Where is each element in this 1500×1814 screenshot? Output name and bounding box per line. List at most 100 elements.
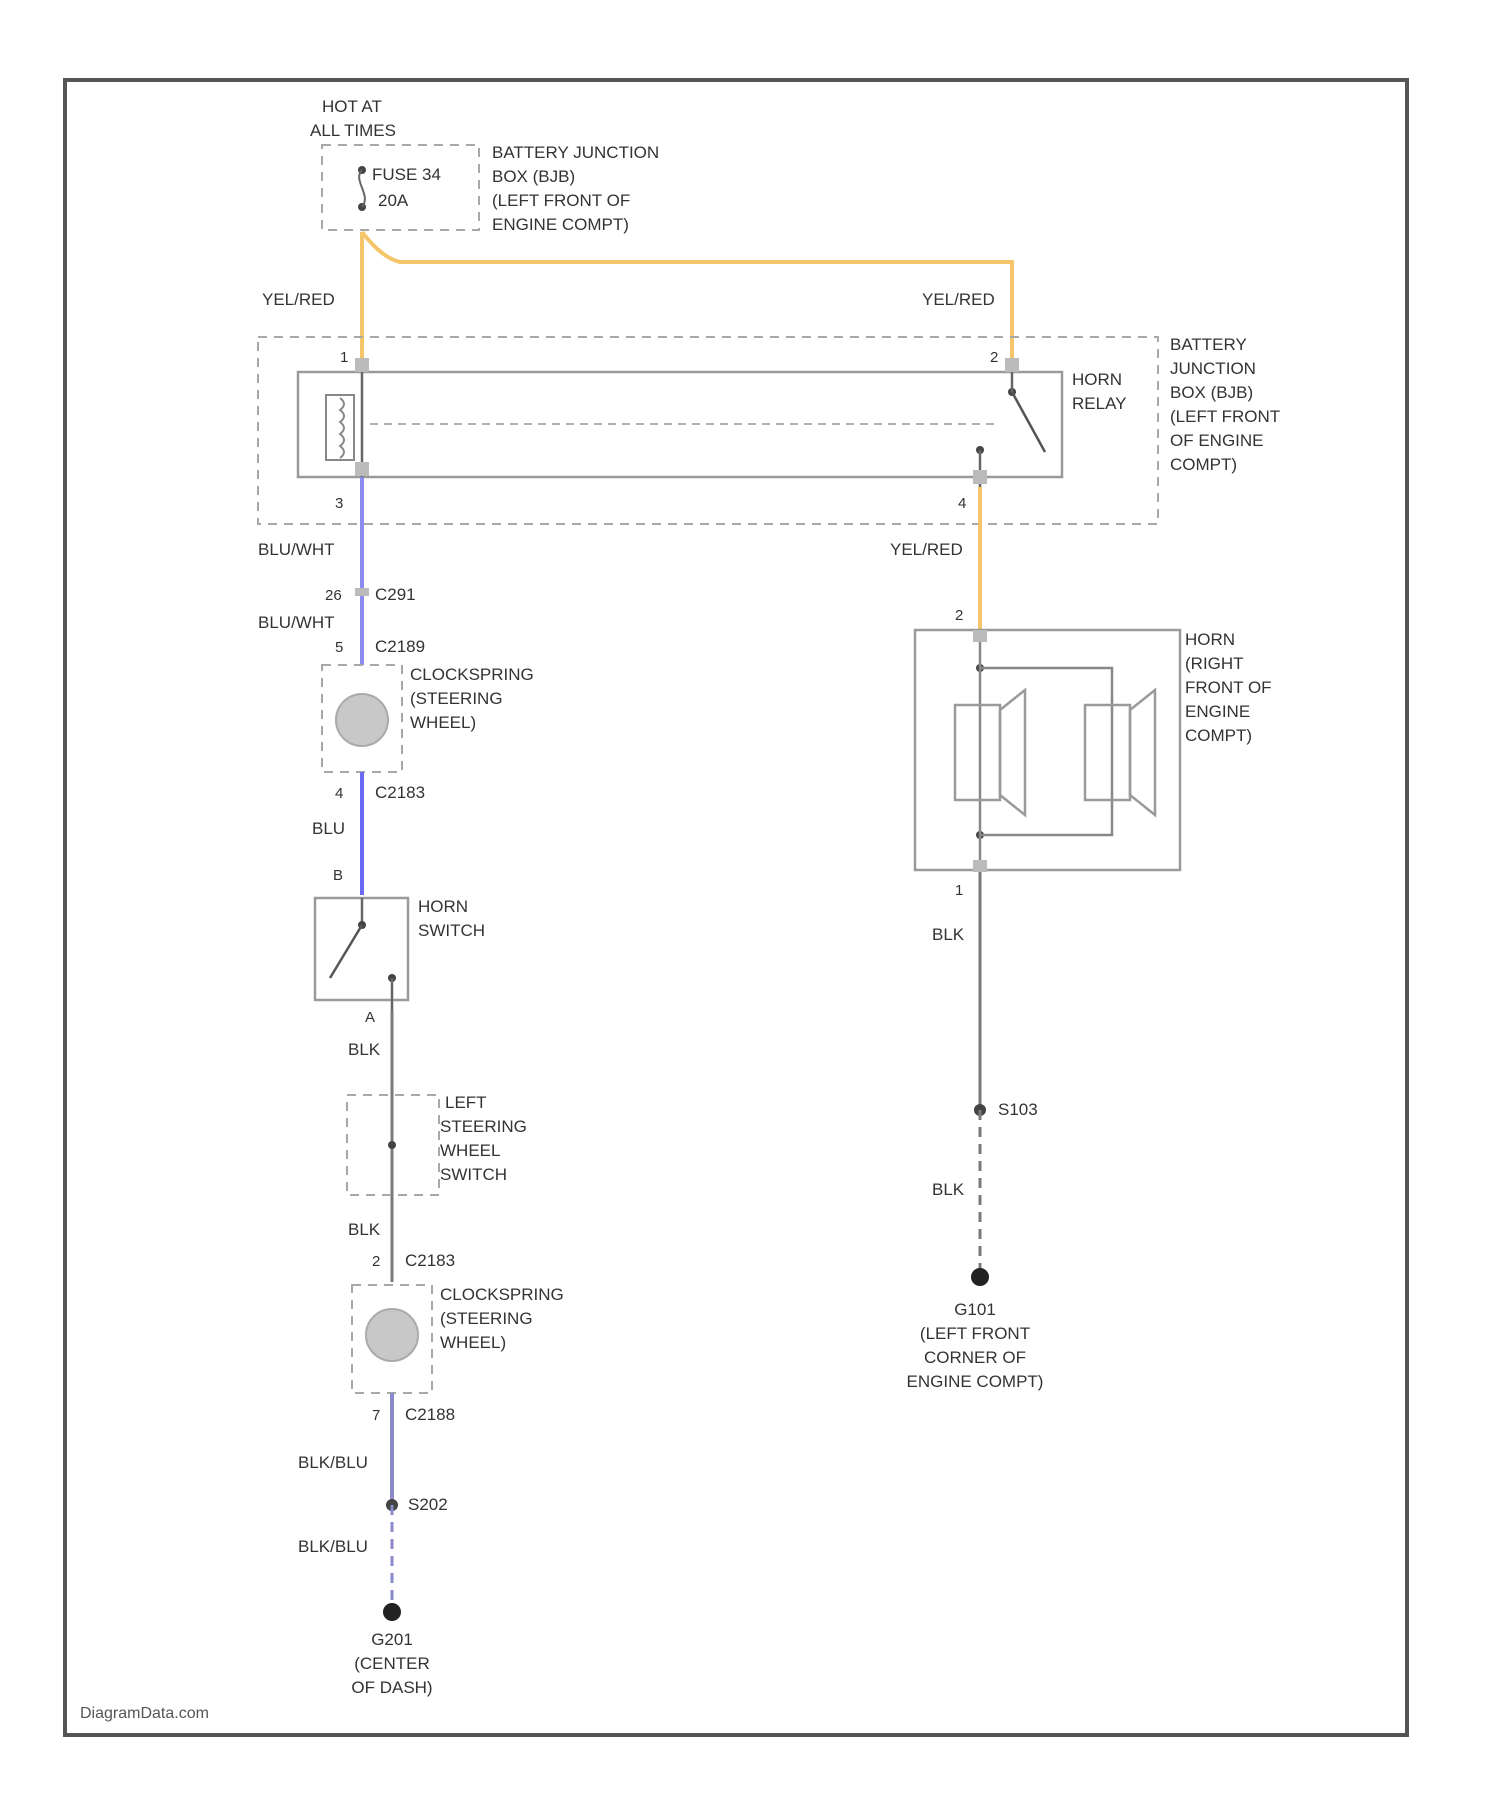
relay-coil-frame — [326, 395, 354, 460]
yel-red-label-left: YEL/RED — [262, 290, 335, 309]
relay-bjb-label-5: OF ENGINE — [1170, 431, 1264, 450]
horn-speaker-1-icon — [955, 690, 1025, 815]
g201-ground-icon — [383, 1603, 401, 1621]
horn-label-3: FRONT OF — [1185, 678, 1272, 697]
horn-relay: 1 2 3 4 HORN RELAY BATTERY JUNCTION BOX … — [258, 335, 1280, 524]
lsw-label-3: WHEEL — [440, 1141, 500, 1160]
horn-label-1: HORN — [1185, 630, 1235, 649]
horn-label-4: ENGINE — [1185, 702, 1250, 721]
relay-bjb-label-6: COMPT) — [1170, 455, 1237, 474]
s103-label: S103 — [998, 1100, 1038, 1119]
clockspring-1-label-1: CLOCKSPRING — [410, 665, 534, 684]
horn-label-5: COMPT) — [1185, 726, 1252, 745]
relay-name-1: HORN — [1072, 370, 1122, 389]
blk-label-1: BLK — [348, 1040, 381, 1059]
fuse-name: FUSE 34 — [372, 165, 441, 184]
g201-label-1: G201 — [371, 1630, 413, 1649]
fuse-element — [359, 170, 365, 207]
relay-bjb-label-1: BATTERY — [1170, 335, 1247, 354]
horn-switch-arm — [330, 925, 362, 978]
blu-wht-label-1: BLU/WHT — [258, 540, 335, 559]
clockspring-1-label-3: WHEEL) — [410, 713, 476, 732]
yel-red-feed: YEL/RED YEL/RED — [262, 232, 1012, 358]
clockspring-2-label-2: (STEERING — [440, 1309, 533, 1328]
c2183b-label: C2183 — [405, 1251, 455, 1270]
clockspring-1-label-2: (STEERING — [410, 689, 503, 708]
relay-coil-winding — [340, 398, 344, 458]
relay-bjb-label-2: JUNCTION — [1170, 359, 1256, 378]
relay-pin-1-stub — [355, 358, 369, 372]
relay-pin-3-stub — [355, 462, 369, 476]
horn-label-2: (RIGHT — [1185, 654, 1244, 673]
lsw-label-1: LEFT — [445, 1093, 487, 1112]
relay-pin-1: 1 — [340, 349, 348, 366]
horn-switch-label-1: HORN — [418, 897, 468, 916]
c2189-pin: 5 — [335, 639, 343, 656]
left-branch: BLU/WHT 26 C291 BLU/WHT 5 C2189 CLOCKSPR… — [258, 477, 564, 1697]
fuse-bjb-label-4: ENGINE COMPT) — [492, 215, 629, 234]
c2188-pin: 7 — [372, 1407, 380, 1424]
g101-label-2: (LEFT FRONT — [920, 1324, 1030, 1343]
clockspring-1-icon — [336, 694, 388, 746]
blu-label: BLU — [312, 819, 345, 838]
c291-label: C291 — [375, 585, 416, 604]
c291-stub — [355, 588, 369, 596]
fuse-bjb-label-3: (LEFT FRONT OF — [492, 191, 630, 210]
relay-pin-4-stub — [973, 470, 987, 484]
c2189-label: C2189 — [375, 637, 425, 656]
horn-pin-1: 1 — [955, 882, 963, 899]
clockspring-2-label-3: WHEEL) — [440, 1333, 506, 1352]
lsw-label-2: STEERING — [440, 1117, 527, 1136]
relay-bjb-outline — [258, 337, 1158, 524]
c2183b-pin: 2 — [372, 1253, 380, 1270]
horn-speaker-2-icon — [1085, 690, 1155, 815]
relay-bjb-label-3: BOX (BJB) — [1170, 383, 1253, 402]
yel-red-label-right: YEL/RED — [922, 290, 995, 309]
hot-label-1: HOT AT — [322, 97, 382, 116]
lsw-label-4: SWITCH — [440, 1165, 507, 1184]
fuse-bjb-outline — [322, 145, 479, 230]
relay-contact-arm — [1012, 392, 1045, 452]
clockspring-2-label-1: CLOCKSPRING — [440, 1285, 564, 1304]
c291-pin: 26 — [325, 587, 342, 604]
fuse-block: HOT AT ALL TIMES FUSE 34 20A BATTERY JUN… — [310, 97, 659, 234]
horn-switch-label-2: SWITCH — [418, 921, 485, 940]
relay-pin-4: 4 — [958, 495, 966, 512]
horn-pin-2-stub — [973, 630, 987, 642]
yel-red-wire-right — [362, 232, 1012, 358]
c2183-pin: 4 — [335, 785, 343, 802]
fuse-bjb-label-2: BOX (BJB) — [492, 167, 575, 186]
blk-blu-label-1: BLK/BLU — [298, 1453, 368, 1472]
blk-horn-label-2: BLK — [932, 1180, 965, 1199]
blk-horn-label-1: BLK — [932, 925, 965, 944]
blk-label-2: BLK — [348, 1220, 381, 1239]
horn-pin-1-stub — [973, 860, 987, 872]
yel-red-label-horn: YEL/RED — [890, 540, 963, 559]
fuse-bjb-label-1: BATTERY JUNCTION — [492, 143, 659, 162]
relay-pin-2-stub — [1005, 358, 1019, 372]
horn-switch-pin-b: B — [333, 867, 343, 884]
c2183-label: C2183 — [375, 783, 425, 802]
g101-ground-icon — [971, 1268, 989, 1286]
g101-label-3: CORNER OF — [924, 1348, 1026, 1367]
lsw-switch-node — [388, 1141, 396, 1149]
horn-pin-2: 2 — [955, 607, 963, 624]
relay-name-2: RELAY — [1072, 394, 1127, 413]
relay-bjb-label-4: (LEFT FRONT — [1170, 407, 1280, 426]
relay-pin-3: 3 — [335, 495, 343, 512]
diagram-frame — [65, 80, 1407, 1735]
horn-switch-pin-a: A — [365, 1009, 375, 1026]
relay-pin-2: 2 — [990, 349, 998, 366]
g201-label-2: (CENTER — [354, 1654, 430, 1673]
s202-label: S202 — [408, 1495, 448, 1514]
g101-label-1: G101 — [954, 1300, 996, 1319]
c2188-label: C2188 — [405, 1405, 455, 1424]
blu-wht-label-2: BLU/WHT — [258, 613, 335, 632]
watermark: DiagramData.com — [80, 1705, 209, 1722]
clockspring-2-icon — [366, 1309, 418, 1361]
hot-label-2: ALL TIMES — [310, 121, 396, 140]
blk-blu-label-2: BLK/BLU — [298, 1537, 368, 1556]
right-branch: YEL/RED 2 HORN (RIGHT FRONT OF ENGINE CO… — [890, 487, 1272, 1391]
fuse-rating: 20A — [378, 191, 409, 210]
